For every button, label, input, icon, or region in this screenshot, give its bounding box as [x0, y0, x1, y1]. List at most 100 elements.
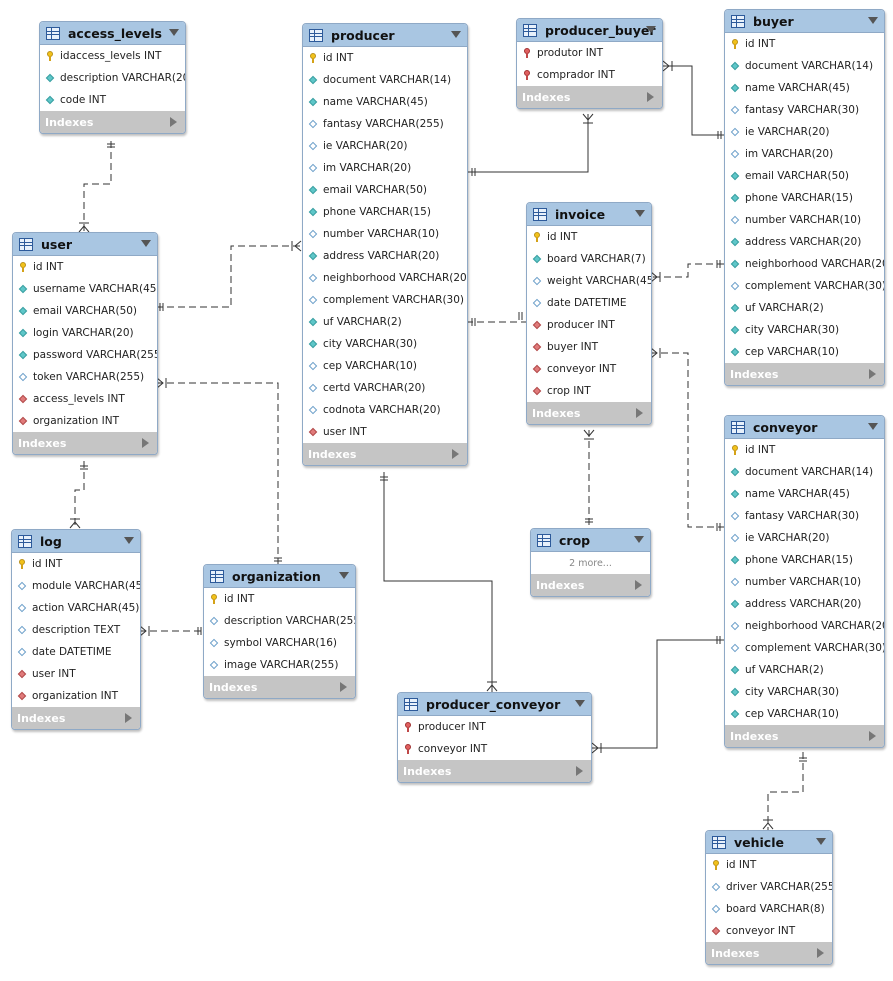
- column-row[interactable]: email VARCHAR(50): [303, 179, 467, 201]
- indexes-section[interactable]: Indexes: [531, 574, 650, 596]
- column-row[interactable]: module VARCHAR(45): [12, 575, 140, 597]
- indexes-section[interactable]: Indexes: [204, 676, 355, 698]
- indexes-section[interactable]: Indexes: [40, 111, 185, 133]
- column-row[interactable]: user INT: [12, 663, 140, 685]
- column-row[interactable]: organization INT: [12, 685, 140, 707]
- table-header[interactable]: crop: [531, 529, 650, 552]
- expand-arrow-icon[interactable]: [647, 92, 654, 102]
- column-row[interactable]: number VARCHAR(10): [725, 209, 884, 231]
- table-header[interactable]: producer: [303, 24, 467, 47]
- column-row[interactable]: id INT: [12, 553, 140, 575]
- column-row[interactable]: produtor INT: [517, 42, 662, 64]
- column-row[interactable]: fantasy VARCHAR(30): [725, 99, 884, 121]
- collapse-toggle-icon[interactable]: [635, 210, 645, 217]
- column-row[interactable]: image VARCHAR(255): [204, 654, 355, 676]
- column-row[interactable]: neighborhood VARCHAR(20): [303, 267, 467, 289]
- collapse-toggle-icon[interactable]: [124, 537, 134, 544]
- collapse-toggle-icon[interactable]: [339, 572, 349, 579]
- column-row[interactable]: address VARCHAR(20): [303, 245, 467, 267]
- table-header[interactable]: user: [13, 233, 157, 256]
- table-header[interactable]: invoice: [527, 203, 651, 226]
- column-row[interactable]: cep VARCHAR(10): [725, 703, 884, 725]
- column-row[interactable]: number VARCHAR(10): [303, 223, 467, 245]
- column-row[interactable]: number VARCHAR(10): [725, 571, 884, 593]
- column-row[interactable]: codnota VARCHAR(20): [303, 399, 467, 421]
- table-header[interactable]: access_levels: [40, 22, 185, 45]
- column-row[interactable]: username VARCHAR(45): [13, 278, 157, 300]
- column-row[interactable]: driver VARCHAR(255): [706, 876, 832, 898]
- column-row[interactable]: ie VARCHAR(20): [725, 121, 884, 143]
- indexes-section[interactable]: Indexes: [12, 707, 140, 729]
- column-row[interactable]: im VARCHAR(20): [725, 143, 884, 165]
- column-row[interactable]: phone VARCHAR(15): [725, 187, 884, 209]
- indexes-section[interactable]: Indexes: [725, 363, 884, 385]
- column-row[interactable]: action VARCHAR(45): [12, 597, 140, 619]
- table-header[interactable]: organization: [204, 565, 355, 588]
- column-row[interactable]: ie VARCHAR(20): [303, 135, 467, 157]
- indexes-section[interactable]: Indexes: [517, 86, 662, 108]
- column-row[interactable]: phone VARCHAR(15): [725, 549, 884, 571]
- indexes-section[interactable]: Indexes: [13, 432, 157, 454]
- column-row[interactable]: description TEXT: [12, 619, 140, 641]
- column-row[interactable]: token VARCHAR(255): [13, 366, 157, 388]
- column-row[interactable]: id INT: [204, 588, 355, 610]
- column-row[interactable]: organization INT: [13, 410, 157, 432]
- column-row[interactable]: complement VARCHAR(30): [303, 289, 467, 311]
- column-row[interactable]: date DATETIME: [527, 292, 651, 314]
- column-row[interactable]: city VARCHAR(30): [303, 333, 467, 355]
- column-row[interactable]: id INT: [303, 47, 467, 69]
- column-row[interactable]: name VARCHAR(45): [725, 483, 884, 505]
- collapse-toggle-icon[interactable]: [169, 29, 179, 36]
- column-row[interactable]: document VARCHAR(14): [303, 69, 467, 91]
- indexes-section[interactable]: Indexes: [527, 402, 651, 424]
- column-row[interactable]: phone VARCHAR(15): [303, 201, 467, 223]
- expand-arrow-icon[interactable]: [125, 713, 132, 723]
- column-row[interactable]: name VARCHAR(45): [303, 91, 467, 113]
- column-row[interactable]: comprador INT: [517, 64, 662, 86]
- indexes-section[interactable]: Indexes: [706, 942, 832, 964]
- indexes-section[interactable]: Indexes: [725, 725, 884, 747]
- column-row[interactable]: uf VARCHAR(2): [725, 659, 884, 681]
- column-row[interactable]: id INT: [527, 226, 651, 248]
- column-row[interactable]: cep VARCHAR(10): [725, 341, 884, 363]
- column-row[interactable]: complement VARCHAR(30): [725, 275, 884, 297]
- column-row[interactable]: board VARCHAR(8): [706, 898, 832, 920]
- column-row[interactable]: city VARCHAR(30): [725, 681, 884, 703]
- indexes-section[interactable]: Indexes: [398, 760, 591, 782]
- column-row[interactable]: ie VARCHAR(20): [725, 527, 884, 549]
- expand-arrow-icon[interactable]: [869, 369, 876, 379]
- expand-arrow-icon[interactable]: [452, 449, 459, 459]
- column-row[interactable]: email VARCHAR(50): [725, 165, 884, 187]
- column-row[interactable]: im VARCHAR(20): [303, 157, 467, 179]
- column-row[interactable]: date DATETIME: [12, 641, 140, 663]
- indexes-section[interactable]: Indexes: [303, 443, 467, 465]
- column-row[interactable]: city VARCHAR(30): [725, 319, 884, 341]
- table-header[interactable]: log: [12, 530, 140, 553]
- table-header[interactable]: vehicle: [706, 831, 832, 854]
- expand-arrow-icon[interactable]: [635, 580, 642, 590]
- column-row[interactable]: conveyor INT: [706, 920, 832, 942]
- column-row[interactable]: weight VARCHAR(45): [527, 270, 651, 292]
- column-row[interactable]: fantasy VARCHAR(30): [725, 505, 884, 527]
- column-row[interactable]: password VARCHAR(255): [13, 344, 157, 366]
- table-header[interactable]: producer_conveyor: [398, 693, 591, 716]
- column-row[interactable]: description VARCHAR(20): [40, 67, 185, 89]
- collapse-toggle-icon[interactable]: [451, 31, 461, 38]
- column-row[interactable]: producer INT: [398, 716, 591, 738]
- expand-arrow-icon[interactable]: [340, 682, 347, 692]
- column-row[interactable]: document VARCHAR(14): [725, 55, 884, 77]
- column-row[interactable]: neighborhood VARCHAR(20): [725, 253, 884, 275]
- column-row[interactable]: board VARCHAR(7): [527, 248, 651, 270]
- column-row[interactable]: access_levels INT: [13, 388, 157, 410]
- column-row[interactable]: id INT: [725, 439, 884, 461]
